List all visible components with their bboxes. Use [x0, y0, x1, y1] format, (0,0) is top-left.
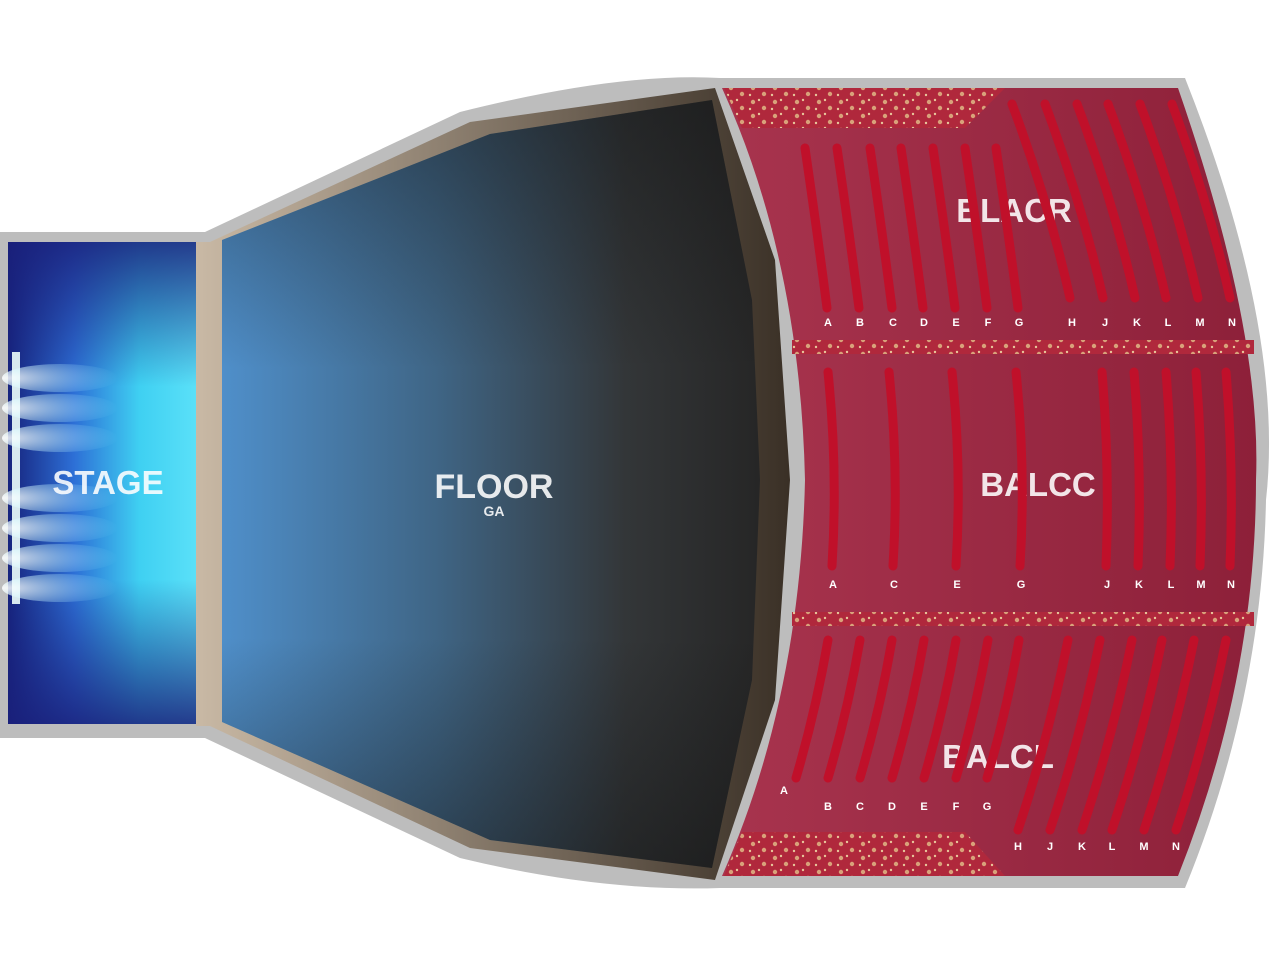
row-label-balcl-m: M [1139, 841, 1148, 853]
row-label-balcl-a: A [780, 785, 788, 797]
seat-row-blacr-l[interactable] [1103, 99, 1171, 303]
seat-row-blacr-b[interactable] [832, 143, 864, 313]
seat-row-blacr-f[interactable] [960, 143, 992, 313]
seat-row-balcl-d[interactable] [887, 635, 929, 783]
row-label-balcc-n: N [1227, 579, 1235, 591]
seat-row-blacr-c[interactable] [865, 143, 897, 313]
seat-row-balcl-b[interactable] [823, 635, 865, 783]
seat-row-balcc-g[interactable] [1011, 367, 1027, 571]
row-label-balcl-g: G [983, 801, 992, 813]
row-label-balcc-k: K [1135, 579, 1143, 591]
seat-row-balcl-k[interactable] [1077, 635, 1137, 835]
seat-row-blacr-k[interactable] [1072, 99, 1140, 303]
row-label-balcl-e: E [920, 801, 927, 813]
seat-row-blacr-j[interactable] [1040, 99, 1108, 303]
row-label-blacr-k: K [1133, 317, 1141, 329]
floor-ga-section[interactable]: FLOOR GA [222, 100, 760, 868]
seat-row-balcc-n[interactable] [1221, 367, 1236, 571]
seat-row-balcl-j[interactable] [1045, 635, 1105, 835]
floor-label: FLOOR [435, 468, 554, 506]
row-label-blacr-c: C [889, 317, 897, 329]
row-label-blacr-j: J [1102, 317, 1108, 329]
seat-row-blacr-n[interactable] [1167, 99, 1235, 303]
carpet-top [724, 88, 1005, 128]
row-label-blacr-h: H [1068, 317, 1076, 329]
row-label-blacr-e: E [952, 317, 959, 329]
row-label-balcl-b: B [824, 801, 832, 813]
balcc-label: BALCC [980, 466, 1095, 503]
seat-row-balcc-c[interactable] [884, 367, 900, 571]
row-label-balcl-d: D [888, 801, 896, 813]
row-label-balcc-a: A [829, 579, 837, 591]
seat-row-balcc-a[interactable] [823, 367, 839, 571]
seat-row-balcc-m[interactable] [1191, 367, 1206, 571]
row-label-blacr-g: G [1015, 317, 1024, 329]
aisle-lower [792, 612, 1254, 626]
section-balcc[interactable]: BALCC A C E G J K L M N [823, 367, 1236, 591]
seat-row-balcl-m[interactable] [1139, 635, 1199, 835]
seat-row-blacr-e[interactable] [928, 143, 960, 313]
seat-row-balcl-c[interactable] [855, 635, 897, 783]
seat-row-balcc-j[interactable] [1097, 367, 1112, 571]
row-label-blacr-m: M [1195, 317, 1204, 329]
seat-row-balcc-l[interactable] [1161, 367, 1176, 571]
floor-sublabel: GA [484, 503, 505, 519]
row-label-balcc-l: L [1168, 579, 1175, 591]
row-label-balcl-j: J [1047, 841, 1053, 853]
seat-row-balcl-e[interactable] [919, 635, 961, 783]
row-label-balcc-g: G [1017, 579, 1026, 591]
row-label-balcl-k: K [1078, 841, 1086, 853]
row-label-balcl-n: N [1172, 841, 1180, 853]
seat-row-balcl-a[interactable] [791, 635, 833, 783]
row-label-balcc-c: C [890, 579, 898, 591]
seat-row-balcc-k[interactable] [1129, 367, 1144, 571]
seat-row-balcl-n[interactable] [1171, 635, 1231, 835]
row-label-blacr-n: N [1228, 317, 1236, 329]
row-label-balcl-l: L [1109, 841, 1116, 853]
seat-row-balcl-g[interactable] [982, 635, 1024, 783]
seat-row-blacr-m[interactable] [1135, 99, 1203, 303]
row-label-blacr-a: A [824, 317, 832, 329]
row-label-balcl-f: F [953, 801, 960, 813]
row-label-blacr-d: D [920, 317, 928, 329]
seat-row-blacr-a[interactable] [800, 143, 832, 313]
row-label-blacr-f: F [985, 317, 992, 329]
stage-label: STAGE [52, 464, 163, 501]
carpet-bottom [724, 832, 1005, 876]
row-label-balcc-j: J [1104, 579, 1110, 591]
seat-row-balcl-l[interactable] [1107, 635, 1167, 835]
seat-row-blacr-h[interactable] [1007, 99, 1075, 303]
seat-row-balcl-h[interactable] [1013, 635, 1073, 835]
seat-row-balcl-f[interactable] [951, 635, 993, 783]
seat-row-balcc-e[interactable] [947, 367, 963, 571]
row-label-blacr-b: B [856, 317, 864, 329]
stage-section[interactable]: STAGE [2, 242, 196, 724]
aisle-upper [792, 340, 1254, 354]
stage-lights [2, 352, 118, 604]
row-label-balcl-c: C [856, 801, 864, 813]
row-label-blacr-l: L [1165, 317, 1172, 329]
row-label-balcc-e: E [953, 579, 960, 591]
row-label-balcl-h: H [1014, 841, 1022, 853]
seat-row-blacr-d[interactable] [896, 143, 928, 313]
row-label-balcc-m: M [1196, 579, 1205, 591]
seat-row-blacr-g[interactable] [991, 143, 1023, 313]
